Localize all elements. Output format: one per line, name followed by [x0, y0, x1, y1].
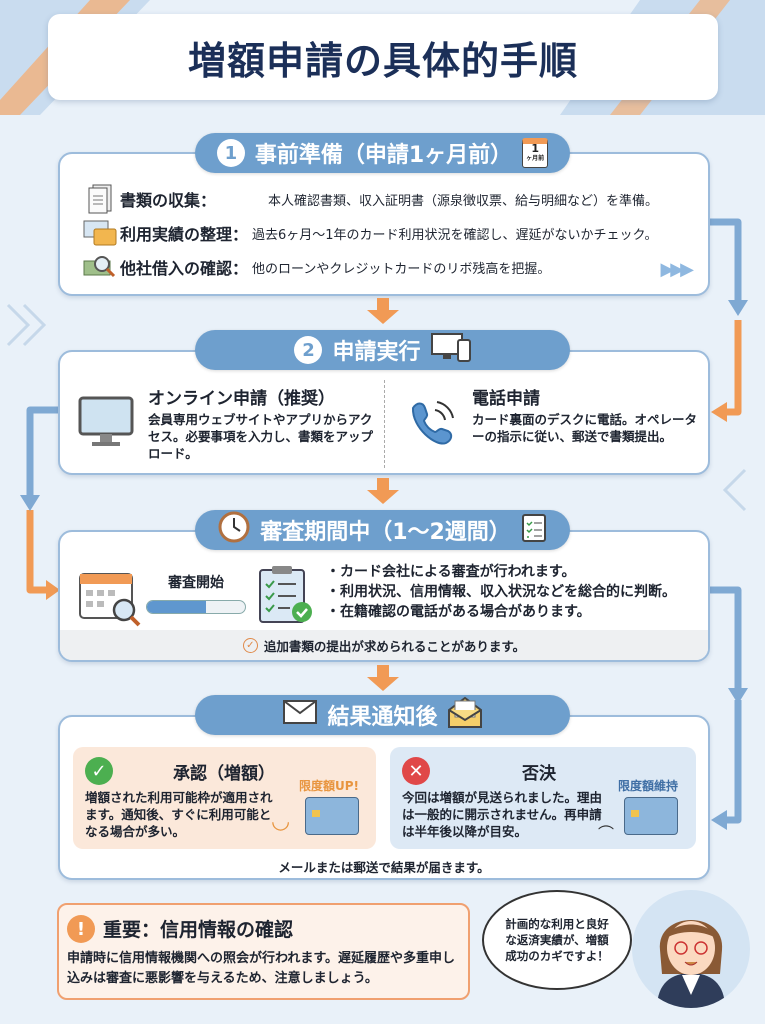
bullet-item: ・利用状況、信用情報、収入状況などを総合的に判断。 [326, 584, 676, 600]
flow-arrow-down [367, 298, 399, 324]
step2-header: 2 申請実行 [195, 330, 570, 370]
clipboard-icon [521, 511, 547, 549]
step-number-badge: 1 [216, 139, 245, 167]
approve-panel: ✓ 承認（増額） 増額された利用可能枠が適用されます。通知後、すぐに利用可能とな… [73, 747, 376, 849]
bullet-item: ・カード会社による審査が行われます。 [326, 564, 576, 580]
approve-text: 増額された利用可能枠が適用されます。通知後、すぐに利用可能となる場合が多い。 [85, 790, 273, 839]
result-footer: メールまたは郵送で結果が届きます。 [278, 860, 490, 875]
monitor-icon [78, 396, 134, 452]
progress-label: 審査開始 [168, 575, 224, 591]
step1-header: 1 事前準備（申請1ヶ月前） 1 ヶ月前 [195, 133, 570, 173]
step3-title: 審査期間中（1〜2週間） [260, 520, 511, 545]
step1-item: 他社借入の確認： 他のローンやクレジットカードのリボ残高を把握。 [80, 250, 700, 284]
step4-header: 結果通知後 [195, 695, 570, 735]
approve-title: 承認（増額） [173, 764, 275, 784]
avatar [632, 890, 750, 1008]
check-circle-icon: ✓ [242, 637, 258, 653]
step1-title: 事前準備（申請1ヶ月前） [254, 143, 513, 168]
triple-chevron-icon: ▶▶▶ [660, 259, 693, 280]
money-magnifier-icon [80, 253, 120, 281]
reject-panel: ✕ 否決 今回は増額が見送られました。理由は一般的に開示されません。再申請は半年… [390, 747, 696, 849]
checklist-icon [258, 564, 314, 630]
check-icon: ✓ [85, 757, 113, 785]
clock-icon [218, 511, 250, 549]
reject-text: 今回は増額が見送られました。理由は一般的に開示されません。再申請は半年後以降が目… [402, 790, 603, 839]
flow-arrow-down [367, 478, 399, 504]
devices-icon [430, 332, 471, 368]
step3-note: ✓ 追加書類の提出が求められることがあります。 [60, 630, 708, 660]
open-envelope-icon [447, 696, 482, 734]
sad-face-icon: ︵ [598, 813, 615, 832]
credit-card-icon [305, 797, 359, 835]
documents-icon [80, 184, 120, 214]
smile-icon: ◡ [271, 809, 291, 834]
limit-up-badge: 限度額UP! [299, 779, 360, 793]
phone-apply-title: 電話申請 [472, 389, 540, 409]
step4-box: ✓ 承認（増額） 増額された利用可能枠が適用されます。通知後、すぐに利用可能とな… [58, 715, 710, 880]
title-banner: 増額申請の具体的手順 [48, 14, 718, 100]
step-number-badge: 2 [294, 336, 323, 364]
step2-title: 申請実行 [332, 340, 421, 365]
envelope-icon [283, 700, 318, 730]
x-icon: ✕ [402, 757, 430, 785]
step1-box: 書類の収集： 本人確認書類、収入証明書（源泉徴収票、給与明細など）を準備。 利用… [58, 152, 710, 296]
limit-keep-badge: 限度額維持 [618, 779, 679, 793]
online-apply-title: オンライン申請（推奨） [148, 389, 335, 409]
exclamation-icon: ! [67, 915, 95, 943]
computer-folder-icon [80, 219, 120, 247]
reject-title: 否決 [522, 764, 556, 784]
progress-bar [146, 600, 246, 614]
calendar-icon: 1 ヶ月前 [522, 138, 549, 168]
flow-arrow-down [367, 665, 399, 691]
step1-item: 利用実績の整理： 過去6ヶ月〜1年のカード利用状況を確認し、遅延がないかチェック… [80, 216, 700, 250]
bullet-item: ・在籍確認の電話がある場合があります。 [326, 604, 591, 620]
credit-card-icon [624, 797, 678, 835]
step2-box: オンライン申請（推奨） 会員専用ウェブサイトやアプリからアクセス。必要事項を入力… [58, 350, 710, 475]
step4-title: 結果通知後 [327, 705, 438, 730]
phone-apply-text: カード裏面のデスクに電話。オペレーターの指示に従い、郵送で書類提出。 [472, 412, 698, 444]
review-bullets: ・カード会社による審査が行われます。 ・利用状況、信用情報、収入状況などを総合的… [326, 562, 676, 622]
step1-item: 書類の収集： 本人確認書類、収入証明書（源泉徴収票、給与明細など）を準備。 [80, 182, 700, 216]
important-title: 重要：信用情報の確認 [103, 919, 294, 941]
online-apply-text: 会員専用ウェブサイトやアプリからアクセス。必要事項を入力し、書類をアップロード。 [148, 412, 374, 461]
step3-box: 審査開始 ・カード会社による審査が行われます。 ・利用状況、信用情報、収入状況な… [58, 530, 710, 662]
calendar-search-icon [78, 568, 144, 632]
phone-icon [405, 398, 455, 452]
important-box: ! 重要：信用情報の確認 申請時に信用情報機関への照会が行われます。遅延履歴や多… [57, 903, 470, 1000]
important-text: 申請時に信用情報機関への照会が行われます。遅延履歴や多重申し込みは審査に悪影響を… [67, 951, 456, 986]
divider [384, 380, 385, 468]
step3-header: 審査期間中（1〜2週間） [195, 510, 570, 550]
speech-bubble: 計画的な利用と良好な返済実績が、増額成功のカギですよ！ [482, 890, 632, 990]
page-title: 増額申請の具体的手順 [187, 38, 578, 83]
